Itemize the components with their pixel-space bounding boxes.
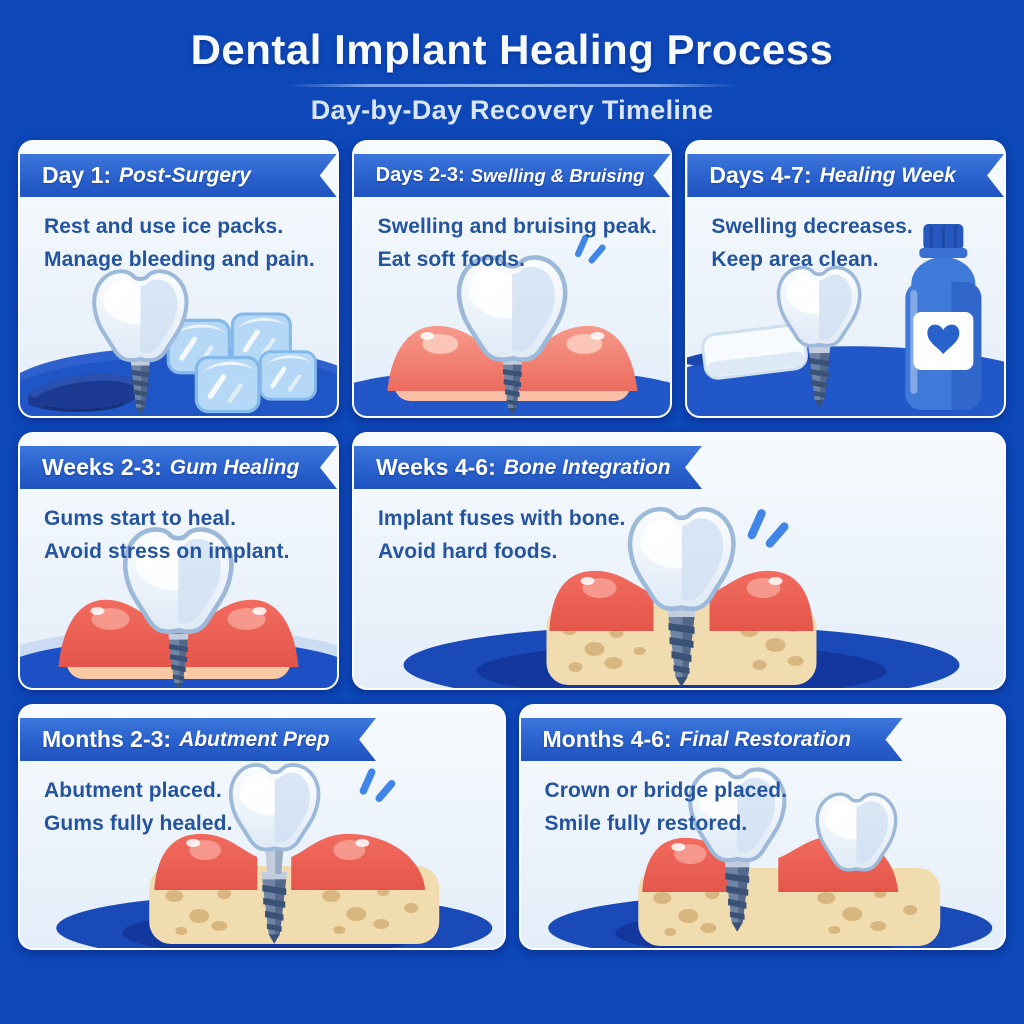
timeline-grid: Day 1: Post-Surgery Rest and use ice pac… (0, 126, 1024, 950)
card-text-line2: Eat soft foods. (377, 248, 526, 272)
gum-left-icon (549, 570, 654, 631)
card-text-line2: Keep area clean. (711, 248, 879, 272)
card-banner-prefix: Weeks 4-6: (376, 454, 496, 480)
bone-integration-illustration (403, 493, 960, 688)
card-description: Crown or bridge placed. Smile fully rest… (521, 761, 1005, 840)
card-days-2-3: Days 2-3: Swelling & Bruising Swelling a… (351, 140, 673, 418)
card-banner: Months 2-3: Abutment Prep (20, 718, 376, 761)
card-banner-prefix: Days 4-7: (709, 162, 812, 188)
card-banner-prefix: Weeks 2-3: (42, 454, 162, 480)
card-description: Abutment placed. Gums fully healed. (20, 761, 504, 840)
mouthwash-bottle-icon (905, 224, 982, 410)
card-banner: Weeks 2-3: Gum Healing (20, 446, 337, 489)
row-1: Day 1: Post-Surgery Rest and use ice pac… (18, 140, 1007, 418)
card-text-line1: Rest and use ice packs. (44, 215, 284, 238)
card-banner-prefix: Months 4-6: (542, 726, 672, 752)
card-description: Rest and use ice packs. Manage bleeding … (20, 197, 337, 276)
card-banner-title: Abutment Prep (179, 727, 330, 751)
card-banner: Months 4-6: Final Restoration (521, 718, 903, 761)
card-text-line1: Gums start to heal. (44, 507, 237, 530)
page-title: Dental Implant Healing Process (190, 26, 834, 73)
gauze-icon (701, 323, 809, 380)
card-banner-prefix: Day 1: (42, 162, 112, 188)
healing-gums-implant-illustration (20, 503, 337, 688)
card-text-line2: Manage bleeding and pain. (44, 248, 315, 272)
gum-right-icon (709, 570, 814, 631)
row-3: Months 2-3: Abutment Prep Abutment place… (18, 704, 1006, 950)
card-banner-title: Final Restoration (679, 727, 852, 751)
card-text-line2: Smile fully restored. (544, 812, 748, 836)
card-banner-title: Swelling & Bruising (470, 164, 645, 186)
card-banner-title: Healing Week (819, 163, 956, 187)
swollen-gums-implant-illustration (353, 216, 671, 416)
card-banner-title: Post-Surgery (119, 163, 251, 187)
card-text-line1: Abutment placed. (44, 779, 222, 802)
card-banner: Weeks 4-6: Bone Integration (354, 446, 702, 489)
card-banner-title: Bone Integration (503, 455, 671, 479)
card-description: Gums start to heal. Avoid stress on impl… (20, 489, 337, 568)
card-text-line2: Gums fully healed. (44, 812, 233, 836)
mouthwash-implant-illustration (687, 224, 1005, 416)
card-banner-prefix: Months 2-3: (42, 726, 172, 752)
tooth-implant-ice-packs-illustration (20, 269, 337, 416)
card-text-line1: Swelling decreases. (711, 215, 913, 238)
card-banner-title: Gum Healing (169, 455, 300, 479)
card-text-line2: Avoid hard foods. (378, 540, 558, 564)
card-weeks-4-6: Weeks 4-6: Bone Integration Implant fuse… (352, 432, 1006, 690)
card-banner: Days 4-7: Healing Week (687, 154, 1004, 197)
title-underline (287, 84, 737, 87)
heart-icon (927, 324, 960, 354)
gum-left-icon (154, 833, 258, 890)
card-text-line1: Implant fuses with bone. (378, 507, 626, 530)
card-description: Implant fuses with bone. Avoid hard food… (354, 489, 1004, 568)
page-subtitle: Day-by-Day Recovery Timeline (310, 95, 714, 125)
card-weeks-2-3: Weeks 2-3: Gum Healing Gums start to hea… (18, 432, 339, 690)
card-banner: Days 2-3: Swelling & Bruising (354, 154, 671, 197)
header: Dental Implant Healing Process Day-by-Da… (0, 0, 1024, 126)
card-description: Swelling and bruising peak. Eat soft foo… (354, 197, 671, 276)
row-2: Weeks 2-3: Gum Healing Gums start to hea… (18, 432, 1006, 690)
card-text-line1: Swelling and bruising peak. (377, 215, 657, 238)
final-restoration-illustration (547, 758, 992, 948)
card-days-4-7: Days 4-7: Healing Week Swelling decrease… (685, 140, 1007, 418)
abutment-prep-illustration (56, 763, 493, 948)
card-months-2-3: Months 2-3: Abutment Prep Abutment place… (18, 704, 506, 950)
card-text-line2: Avoid stress on implant. (44, 540, 290, 564)
card-months-4-6: Months 4-6: Final Restoration Crown or b… (518, 704, 1006, 950)
card-banner-prefix: Days 2-3: (375, 164, 465, 186)
card-day-1: Day 1: Post-Surgery Rest and use ice pac… (18, 140, 339, 418)
card-description: Swelling decreases. Keep area clean. (687, 197, 1004, 276)
gum-right-icon (291, 833, 426, 890)
card-text-line1: Crown or bridge placed. (544, 779, 788, 802)
card-banner: Day 1: Post-Surgery (20, 154, 337, 197)
